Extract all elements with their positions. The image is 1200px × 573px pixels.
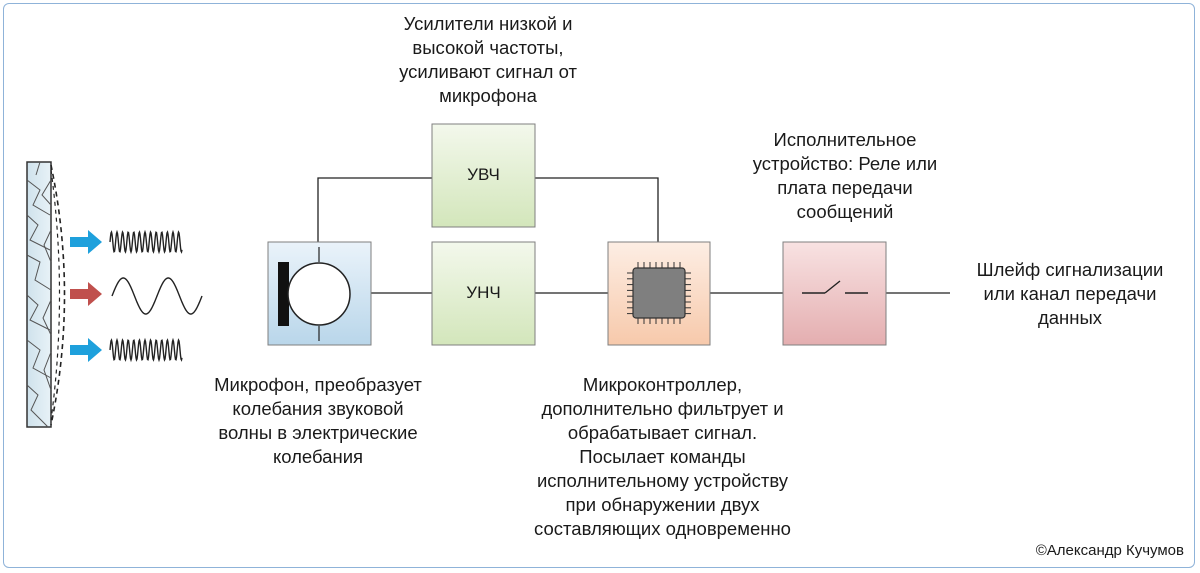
- line-uvch-to-controller: [535, 177, 659, 242]
- author-credit: ©Александр Кучумов: [1035, 542, 1184, 559]
- microphone-block: [267, 241, 372, 346]
- high-frequency-wave-top-icon: [109, 229, 183, 255]
- microphone-capsule-icon: [287, 262, 351, 326]
- output-caption: Шлейф сигнализации или канал передачи да…: [976, 259, 1164, 328]
- unch-label: УНЧ: [466, 283, 501, 302]
- low-frequency-wave-icon: [111, 277, 203, 315]
- actuator-caption: Исполнительное устройство: Реле или плат…: [752, 129, 938, 222]
- high-frequency-wave-bottom-icon: [109, 337, 183, 363]
- chip-pins-icon: [627, 262, 691, 324]
- arrow-blue-bottom-icon: [70, 338, 102, 362]
- line-mic-to-uvch: [317, 177, 432, 242]
- unch-block: [431, 241, 536, 346]
- microphone-caption: Микрофон, преобразует колебания звуковой…: [214, 374, 422, 467]
- uvch-block: [431, 123, 536, 228]
- vibration-arc-inner: [50, 169, 61, 421]
- vibration-arc-outer: [50, 164, 66, 426]
- arrow-blue-top-icon: [70, 230, 102, 254]
- glass-pane: [26, 161, 66, 428]
- connection-lines: [317, 177, 950, 294]
- chip-icon: [632, 267, 686, 319]
- microphone-diaphragm-icon: [278, 262, 289, 326]
- diagram-frame: [3, 3, 1195, 568]
- arrow-red-icon: [70, 282, 102, 306]
- microcontroller-block: [607, 241, 711, 346]
- relay-block: [782, 241, 887, 346]
- uvch-label: УВЧ: [467, 165, 500, 184]
- microcontroller-caption: Микроконтроллер, дополнительно фильтрует…: [534, 374, 791, 539]
- glass-cracks-icon: [26, 161, 52, 428]
- switch-contact-icon: [802, 280, 868, 294]
- amplifiers-caption: Усилители низкой и высокой частоты, усил…: [399, 13, 577, 106]
